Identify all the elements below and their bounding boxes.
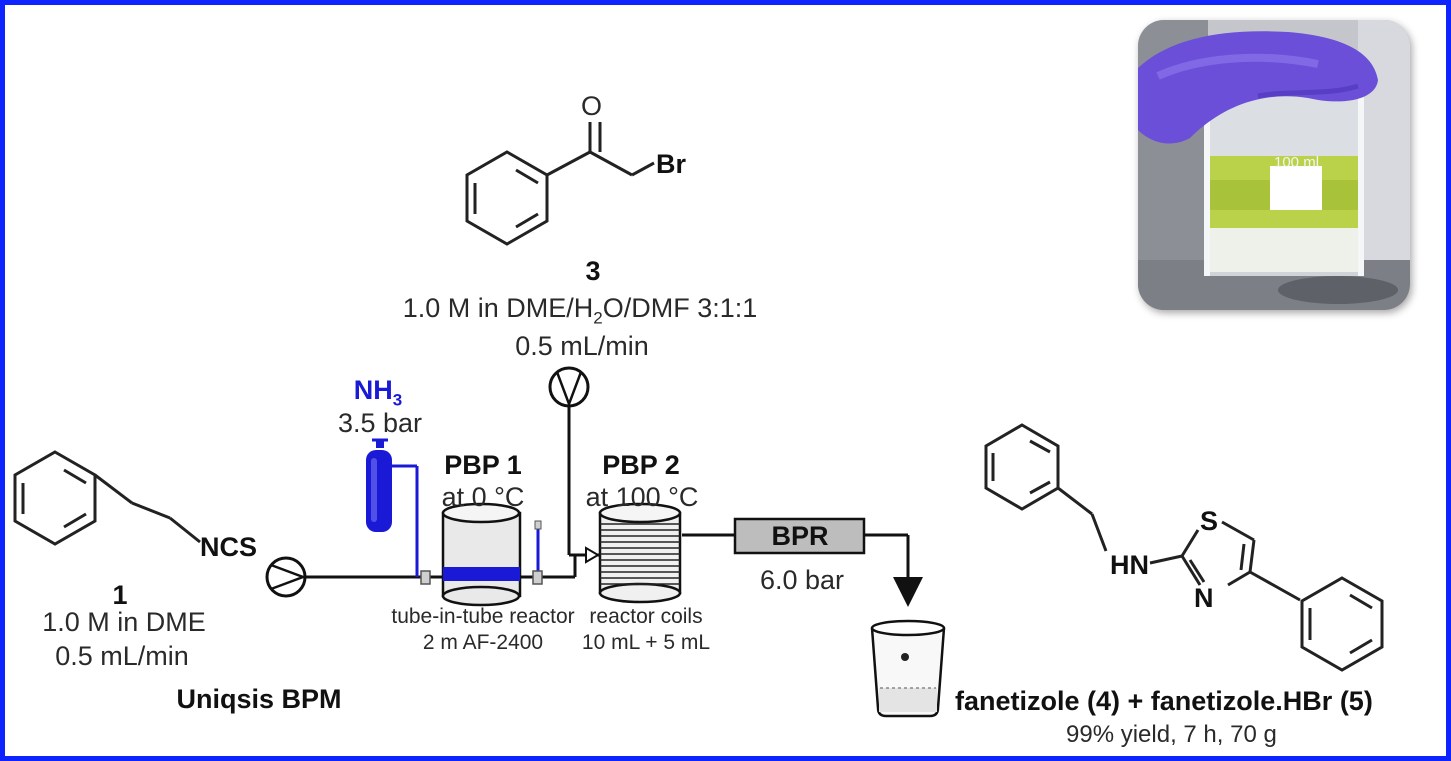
pbp-1-title: PBP 1 bbox=[444, 450, 522, 480]
system-label: Uniqsis BPM bbox=[176, 684, 342, 714]
bpr-label: BPR bbox=[771, 521, 829, 551]
product-sulfur-label: S bbox=[1200, 506, 1219, 536]
reagent-3-flow-rate: 0.5 mL/min bbox=[515, 331, 649, 361]
beaker-marking: 100 ml bbox=[1274, 154, 1320, 171]
reagent-3-structure bbox=[465, 122, 655, 246]
product-structure bbox=[984, 423, 1384, 672]
product-nitrogen-label: N bbox=[1194, 583, 1214, 613]
tube-reactor-caption-line2: 2 m AF-2400 bbox=[422, 631, 544, 654]
beaker-photo: 100 ml bbox=[1138, 20, 1410, 310]
ammonia-label: NH3 bbox=[353, 375, 403, 410]
reagent-3-number: 3 bbox=[585, 256, 601, 286]
reagent-3-concentration: 1.0 M in DME/H2O/DMF 3:1:1 bbox=[402, 293, 758, 328]
reagent-1-structure bbox=[13, 450, 201, 546]
reagent-1-flow-rate: 0.5 mL/min bbox=[55, 641, 189, 671]
bpr-pressure: 6.0 bar bbox=[759, 565, 845, 595]
reagent-3-oxygen-label: O bbox=[581, 91, 603, 121]
ammonia-line bbox=[391, 464, 540, 577]
pbp-2-title: PBP 2 bbox=[602, 450, 680, 480]
collection-beaker bbox=[870, 619, 946, 718]
pump-1-symbol bbox=[265, 556, 307, 598]
ammonia-cylinder bbox=[366, 438, 392, 532]
reagent-3-bromine-label: Br bbox=[656, 149, 687, 179]
pbp-1-temperature: at 0 °C bbox=[441, 482, 525, 512]
pump-3-symbol bbox=[548, 366, 590, 408]
bpr-box bbox=[733, 517, 866, 555]
reagent-1-group-label: NCS bbox=[200, 532, 258, 562]
pbp-2-temperature: at 100 °C bbox=[585, 482, 699, 512]
beaker-photo-drawing bbox=[1138, 20, 1410, 310]
reagent-1-concentration: 1.0 M in DME bbox=[42, 607, 206, 637]
tube-in-tube-reactor bbox=[420, 502, 543, 607]
ammonia-pressure: 3.5 bar bbox=[337, 408, 423, 438]
reactor-coils-caption-line1: reactor coils bbox=[589, 605, 703, 628]
reactor-coils bbox=[585, 502, 682, 604]
product-result: 99% yield, 7 h, 70 g bbox=[1066, 721, 1277, 748]
tube-reactor-caption-line1: tube-in-tube reactor bbox=[391, 605, 575, 628]
product-name: fanetizole (4) + fanetizole.HBr (5) bbox=[955, 686, 1373, 716]
product-amine-label: HN bbox=[1110, 550, 1149, 580]
reagent-1-number: 1 bbox=[112, 580, 128, 610]
reactor-coils-caption-line2: 10 mL + 5 mL bbox=[581, 631, 711, 654]
